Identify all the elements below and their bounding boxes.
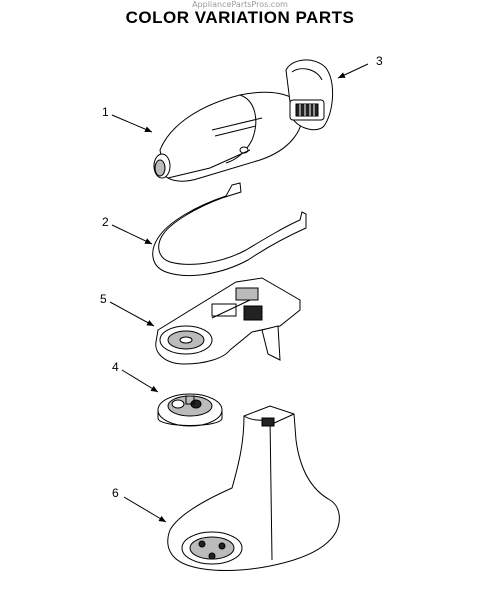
part-2-trim-band[interactable] [152,182,307,277]
leader-line-1 [111,114,153,133]
part-4-planetary-hub[interactable] [157,393,223,427]
watermark-text: AppliancePartsPros.com [192,0,288,9]
callout-1: 1 [102,105,109,119]
leader-line-5 [109,301,155,327]
leader-line-2 [111,224,153,245]
callout-4: 4 [112,360,119,374]
diagram-title: COLOR VARIATION PARTS [125,8,355,27]
callout-5: 5 [100,292,107,306]
leader-line-3 [337,63,369,79]
part-3-rear-cap[interactable] [285,59,334,131]
part-6-base-pedestal[interactable] [167,405,340,571]
callout-2: 2 [102,215,109,229]
part-5-gear-plate[interactable] [155,277,301,365]
callout-6: 6 [112,486,119,500]
leader-line-4 [121,369,159,393]
callout-3: 3 [376,54,383,68]
leader-line-6 [123,496,167,523]
part-1-motor-housing[interactable] [153,91,303,182]
